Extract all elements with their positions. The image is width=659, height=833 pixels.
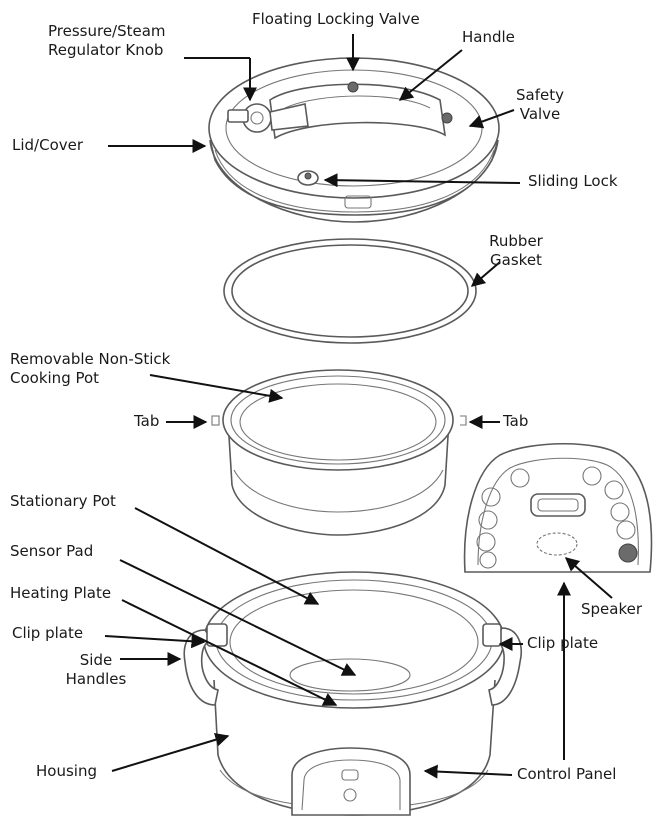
label-clip-plate-left: Clip plate [12,624,84,642]
rubber-gasket-part [223,238,477,344]
label-tab-left: Tab [134,412,160,430]
label-rubber-gasket: Rubber Gasket [480,232,552,270]
housing-part [213,679,496,816]
label-handle: Handle [462,28,515,46]
label-sensor-pad: Sensor Pad [10,542,94,560]
removable-pot-part [211,369,467,536]
label-housing: Housing [36,762,97,780]
label-safety-valve-line2: Valve [519,105,561,123]
floating-valve-part [347,81,359,93]
pressure-knob-part [227,103,309,133]
label-side-handles-line1: Side [79,651,113,669]
label-lid-cover: Lid/Cover [12,136,84,154]
label-stationary-pot: Stationary Pot [10,492,116,510]
label-sliding-lock: Sliding Lock [528,172,618,190]
label-safety-valve-line1: Safety [516,86,564,104]
label-safety-valve: Safety Valve [510,86,570,124]
label-rubber-gasket-line2: Gasket [490,251,542,269]
label-pressure-knob: Pressure/Steam Regulator Knob [48,22,166,60]
label-removable-pot-line2: Cooking Pot [10,369,100,387]
control-panel-face [463,442,653,573]
label-side-handles: Side Handles [56,651,136,689]
label-speaker: Speaker [581,600,643,618]
label-removable-pot-line1: Removable Non-Stick [10,350,171,368]
safety-valve-part [441,112,453,124]
label-pressure-knob-line2: Regulator Knob [48,41,164,59]
sliding-lock-part [297,170,319,186]
label-removable-pot: Removable Non-Stick Cooking Pot [10,350,170,388]
label-pressure-knob-line1: Pressure/Steam [48,22,166,40]
label-heating-plate: Heating Plate [10,584,112,602]
label-clip-plate-right: Clip plate [527,634,599,652]
label-control-panel: Control Panel [517,765,617,783]
label-rubber-gasket-line1: Rubber [489,232,543,250]
side-handles-part [183,623,522,706]
label-floating-valve: Floating Locking Valve [252,10,420,28]
leader-arrows [104,34,613,779]
stationary-pot-part [203,571,505,709]
label-side-handles-line2: Handles [65,670,127,688]
label-tab-right: Tab [503,412,529,430]
